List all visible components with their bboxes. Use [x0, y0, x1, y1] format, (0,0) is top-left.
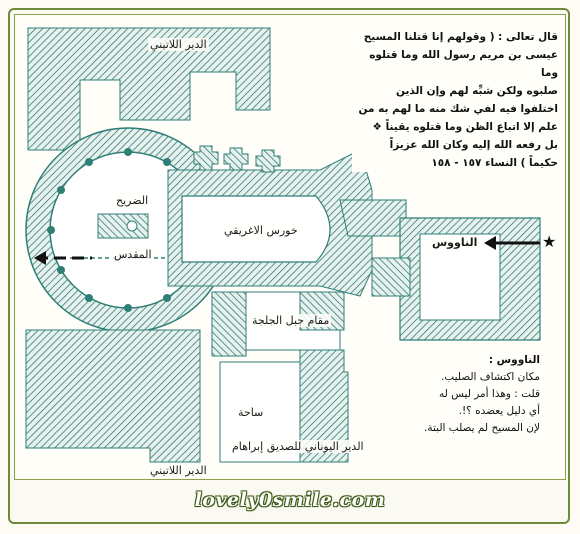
quran-verse-block: قال تعالى : ( وقولهم إنا قتلنا المسيح عي… — [352, 28, 558, 172]
greek-monastery-abraham-block — [299, 349, 349, 463]
label-tomb: الضريح — [114, 194, 151, 207]
label-naous-room: الناووس — [430, 236, 480, 249]
label-latin-monastery-top: الدير اللاتيني — [148, 38, 209, 51]
naous-note-line: مكان اكتشاف الصليب. — [440, 371, 540, 383]
label-courtyard: ساحة — [236, 406, 266, 419]
naous-room — [419, 233, 501, 321]
label-greek-monastery-abraham: الدير اليوناني للصديق إبراهام — [230, 440, 366, 453]
west-exit-arrow — [34, 251, 92, 265]
quran-line: عيسى بن مريم رسول الله وما قتلوه وما — [369, 49, 558, 79]
naous-note-title: الناووس : — [488, 354, 540, 366]
naous-note-line: لإن المسيح لم يصلب البتة. — [424, 422, 540, 434]
label-latin-monastery-bottom: الدير اللاتيني — [148, 464, 209, 477]
naous-steps — [371, 257, 411, 297]
quran-line: بل رفعه الله إليه وكان الله عزيزاً — [389, 139, 558, 151]
quran-line: علم إلا اتباع الظن وما قتلوه يقيناً ❖ — [372, 121, 559, 133]
quran-line: حكيماً ) النساء ١٥٧ - ١٥٨ — [431, 157, 558, 169]
label-greek-choir: خورس الاغريقي — [222, 224, 300, 237]
east-passage — [339, 199, 407, 237]
star-marker-icon: ★ — [542, 232, 557, 251]
label-sanctuary: المقدس — [112, 248, 154, 261]
latin-monastery-bottom-block — [25, 329, 201, 463]
quran-line: اختلفوا فيه لفي شك منه ما لهم به من — [358, 103, 558, 115]
quran-line: صلبوه ولكن شبِّه لهم وإن الذين — [396, 85, 558, 97]
site-url-watermark: lovely0smile.com — [194, 489, 386, 511]
naous-note-line: أي دليل يعضده ؟!. — [458, 405, 540, 417]
naous-note-block: الناووس : مكان اكتشاف الصليب. قلت : وهذا… — [352, 352, 540, 437]
footer: lovely0smile.com — [14, 482, 566, 518]
naous-note-line: قلت : وهذا أمر ليس له — [439, 388, 540, 400]
label-golgotha-shrine: مقام جبل الجلجة — [250, 314, 332, 327]
quran-line: قال تعالى : ( وقولهم إنا قتلنا المسيح — [363, 31, 558, 43]
cross-ornaments — [193, 145, 281, 173]
naous-pointer-arrow — [484, 236, 540, 250]
golgotha-hatch-left — [211, 291, 247, 357]
tomb-edicule — [97, 213, 149, 239]
